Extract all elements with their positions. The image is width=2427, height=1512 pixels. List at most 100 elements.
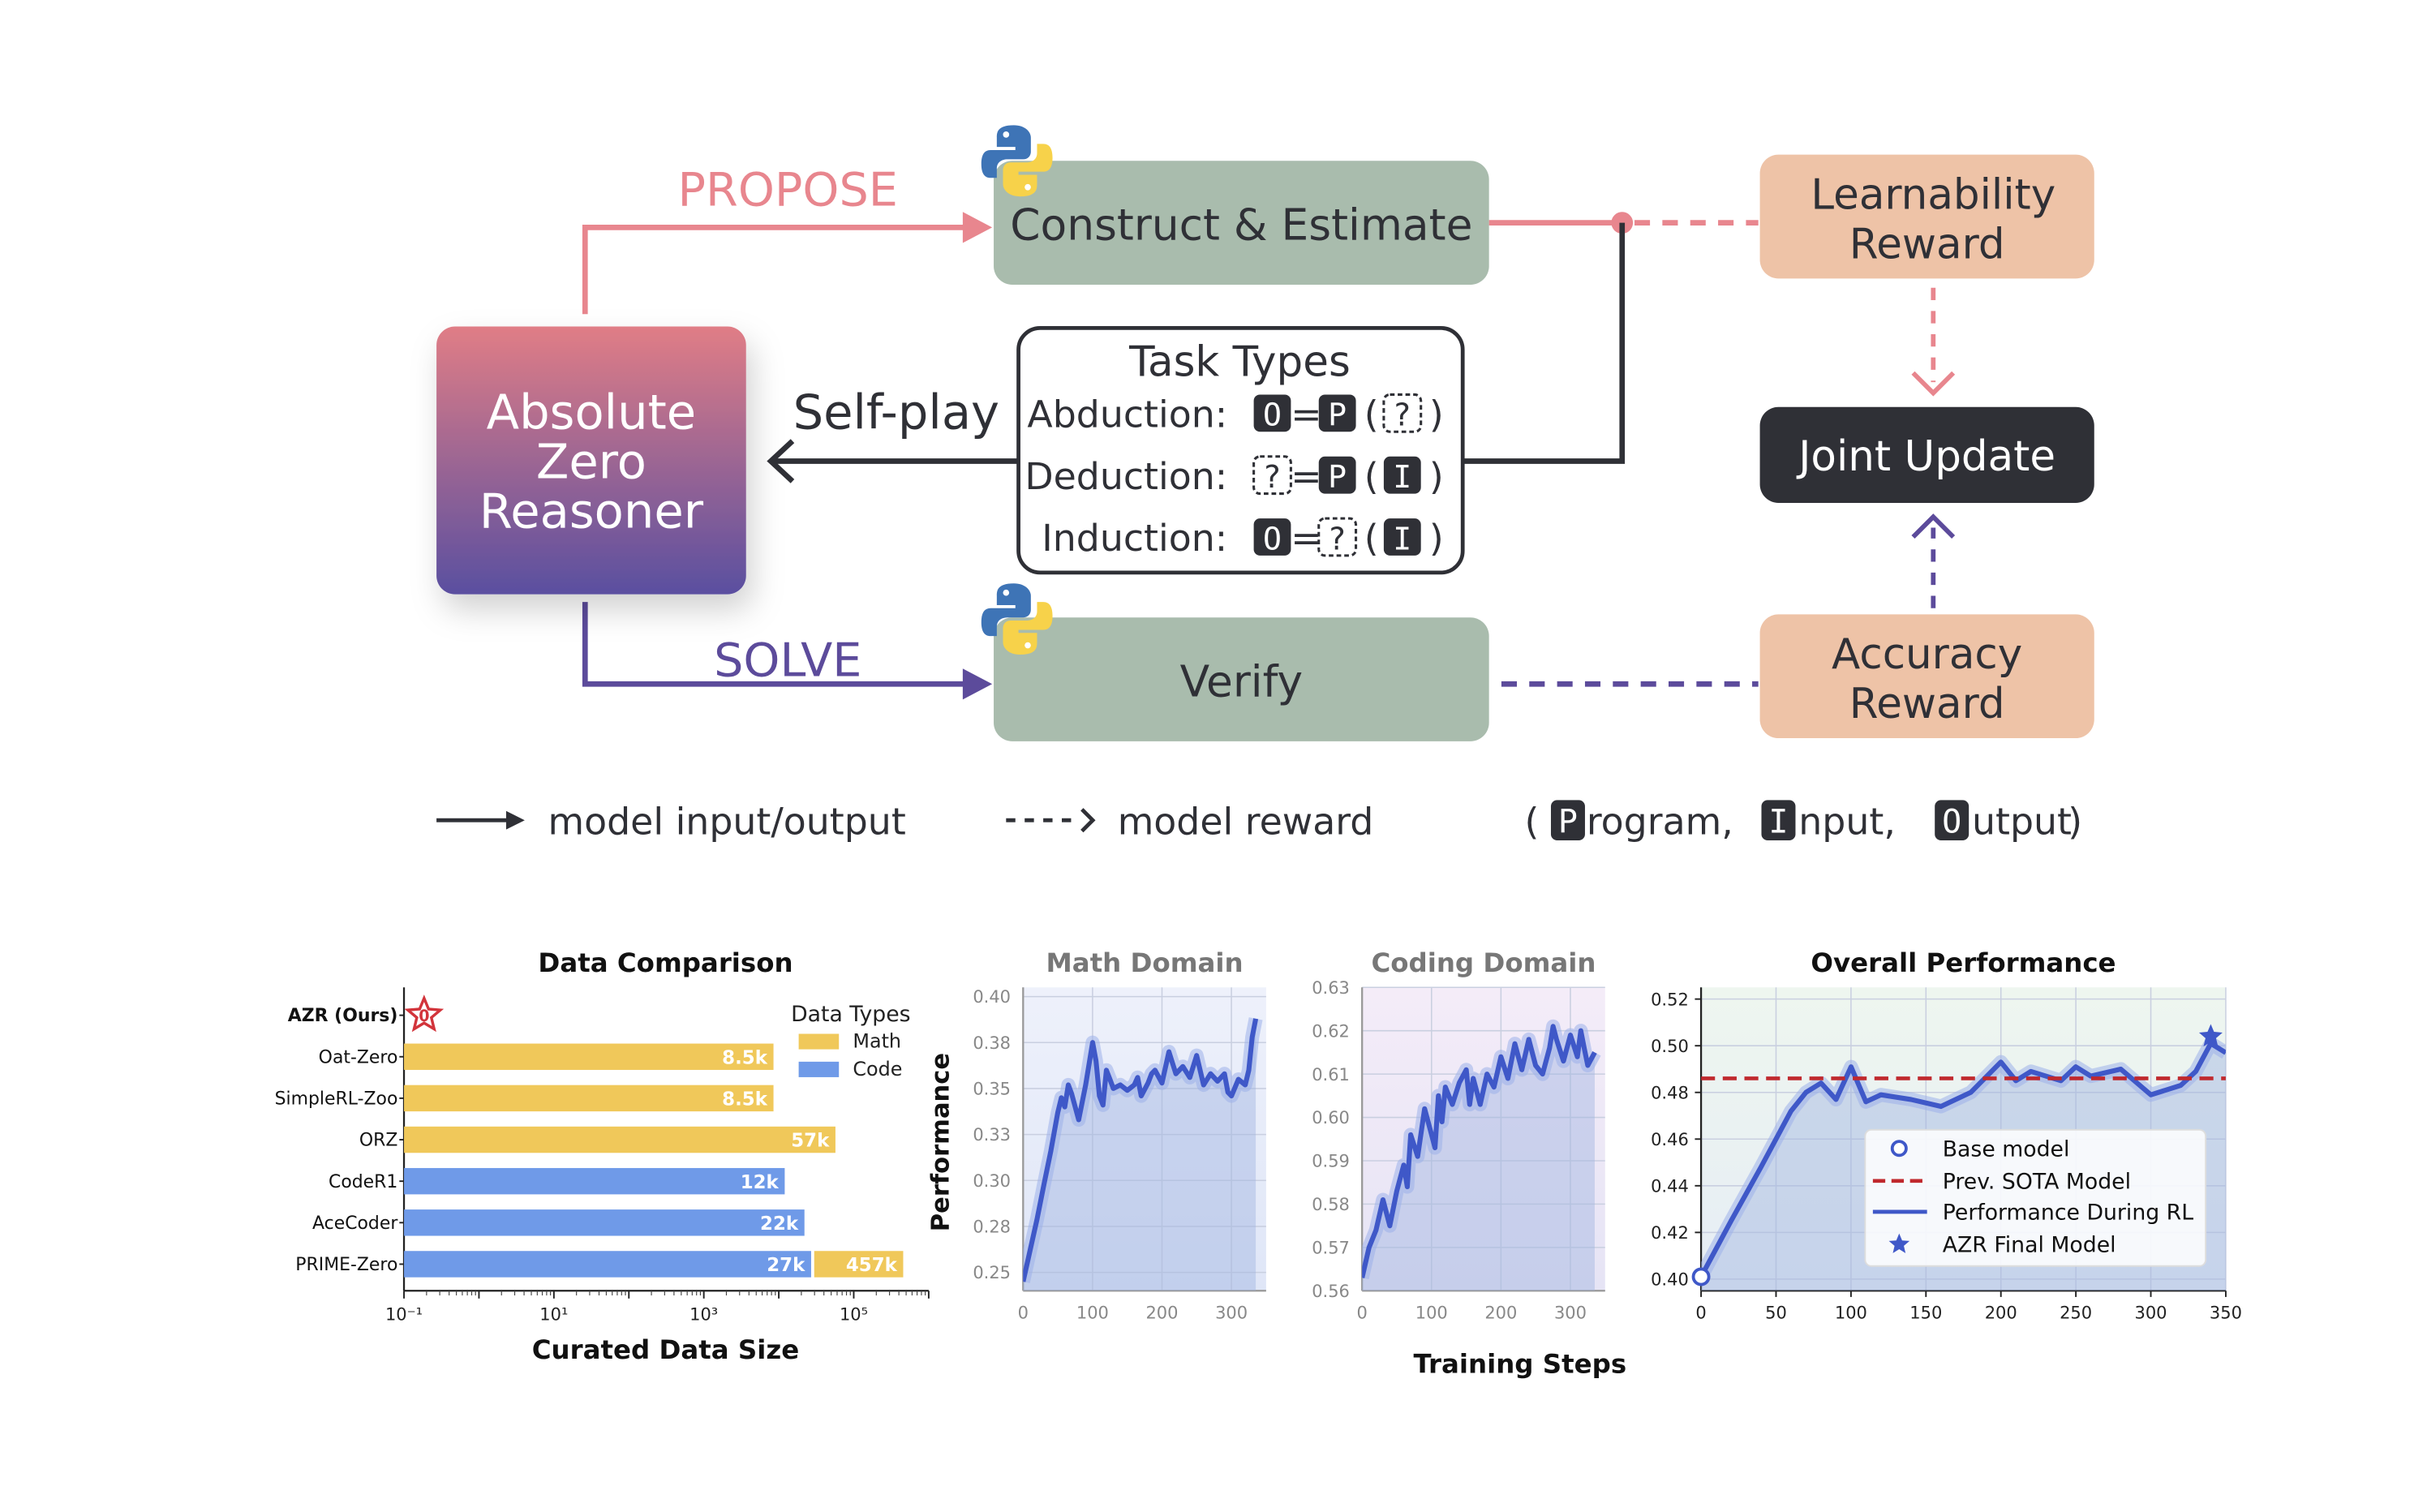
y-tick-label: 0.52 (1651, 990, 1689, 1009)
glyph-box-p (1318, 394, 1356, 432)
learnability-line-2: Reward (1849, 221, 2005, 269)
chart-title: Math Domain (1046, 947, 1244, 978)
task-glyph-symbol: ( (1364, 393, 1379, 436)
output-tag: O (1942, 803, 1961, 840)
learnability-to-joint-arrowhead (1911, 371, 1956, 397)
bar-code (404, 1167, 785, 1195)
unknown-glyph: ? (1329, 521, 1346, 556)
unknown-box (1382, 393, 1423, 433)
output-rest: utput (1972, 799, 2072, 843)
x-tick-label: 100 (1415, 1304, 1448, 1323)
accuracy-line-1: Accuracy (1832, 630, 2022, 679)
task-glyph-symbol: = (1291, 516, 1321, 560)
glyph-box-o (1253, 518, 1291, 556)
azr-final-star-icon (2198, 1024, 2223, 1046)
reasoner-line-2: Zero (536, 433, 646, 489)
task-row-label: Abduction: (1027, 393, 1227, 436)
legend-entry: Code (853, 1058, 902, 1080)
category-label: AceCoder (312, 1213, 398, 1234)
absolute-zero-reasoner-box (436, 326, 746, 595)
x-tick-label: 350 (2210, 1304, 2242, 1323)
x-tick-label: 300 (1215, 1304, 1248, 1323)
y-tick-label: 0.60 (1312, 1108, 1350, 1128)
y-tick-label: 0.48 (1651, 1083, 1689, 1102)
verify-label: Verify (1180, 656, 1304, 707)
x-axis-label: Curated Data Size (532, 1334, 800, 1365)
legend-paren-open: ( (1525, 799, 1540, 843)
y-tick-label: 0.59 (1312, 1152, 1350, 1171)
propose-arrow (582, 225, 968, 315)
category-label: AZR (Ours) (288, 1006, 398, 1026)
accuracy-line-2: Reward (1849, 680, 2005, 728)
x-tick-label: 200 (1484, 1304, 1517, 1323)
series-line (1701, 1041, 2226, 1278)
task-types-box (1016, 326, 1465, 575)
bar-math (404, 1043, 774, 1070)
legend-swatch (798, 1061, 840, 1077)
x-tick-label: 150 (1909, 1304, 1942, 1323)
performance-ylabel: Performance (927, 1053, 956, 1231)
program-tag-box (1550, 800, 1585, 840)
bar-code (404, 1251, 811, 1278)
learnability-line-1: Learnability (1811, 170, 2055, 219)
y-tick-label: 0.33 (973, 1125, 1011, 1145)
training-steps-xlabel: Training Steps (1413, 1348, 1626, 1379)
bar-math (404, 1126, 835, 1153)
chart-title: Coding Domain (1371, 947, 1596, 978)
ours-star-icon (404, 994, 445, 1033)
glyph-i: I (1393, 459, 1411, 495)
reasoner-line-3: Reasoner (479, 483, 704, 539)
task-glyph-symbol: = (1291, 454, 1321, 498)
y-tick-label: 0.35 (973, 1080, 1011, 1099)
category-label: SimpleRL-Zoo (275, 1089, 398, 1110)
y-tick-label: 0.62 (1312, 1021, 1350, 1041)
accuracy-reward-box (1759, 614, 2094, 739)
legend-swatch (798, 1033, 840, 1050)
category-label: PRIME-Zero (295, 1255, 397, 1275)
legend-star-icon (1888, 1233, 1910, 1253)
bar-value-label: 22k (760, 1213, 799, 1235)
category-label: Oat-Zero (319, 1047, 398, 1067)
unknown-glyph: ? (1264, 459, 1280, 495)
y-tick-label: 0.44 (1651, 1176, 1689, 1196)
accuracy-to-joint-arrowhead (1911, 513, 1956, 539)
chart-title: Overall Performance (1811, 947, 2116, 978)
glyph-box-p (1318, 456, 1356, 494)
legend-base-marker (1890, 1140, 1908, 1158)
y-tick-label: 0.46 (1651, 1130, 1689, 1149)
input-rest: nput, (1798, 799, 1896, 843)
legend-entry: Math (853, 1030, 901, 1053)
unknown-glyph: ? (1394, 397, 1411, 433)
x-tick-label: 0 (1018, 1304, 1029, 1323)
task-rows: Abduction:O=P(?)Deduction:?=P(I)Inductio… (1024, 393, 1443, 561)
category-label: CodeR1 (329, 1172, 397, 1192)
y-tick-label: 0.30 (973, 1171, 1011, 1191)
python-logo-icon (981, 583, 1053, 655)
task-row-label: Induction: (1042, 516, 1227, 560)
plot-area (1362, 1019, 1601, 1291)
ours-marker-label: 0 (419, 1007, 429, 1025)
bar-value-label: 8.5k (722, 1089, 768, 1110)
y-tick-label: 0.61 (1312, 1065, 1350, 1085)
construct-estimate-box (994, 161, 1489, 285)
y-tick-label: 0.25 (973, 1263, 1011, 1282)
legend-solid-arrowhead (505, 810, 525, 830)
x-tick-label: 10¹ (539, 1305, 568, 1325)
series-line (1362, 1024, 1597, 1278)
y-tick-label: 0.63 (1312, 978, 1350, 998)
task-glyph-symbol: ) (1429, 516, 1444, 560)
bar-value-label: 27k (767, 1255, 805, 1276)
unknown-box (1317, 517, 1358, 557)
x-tick-label: 250 (2060, 1304, 2092, 1323)
series-line (1023, 1018, 1259, 1282)
area-fill (1362, 1026, 1595, 1291)
x-tick-label: 200 (1145, 1304, 1178, 1323)
task-glyph-symbol: = (1291, 393, 1321, 436)
y-tick-label: 0.40 (973, 987, 1011, 1007)
bar-value-label: 57k (791, 1131, 830, 1152)
legend-solid-label: model input/output (548, 799, 905, 843)
reasoner-line-1: Absolute (487, 384, 696, 440)
